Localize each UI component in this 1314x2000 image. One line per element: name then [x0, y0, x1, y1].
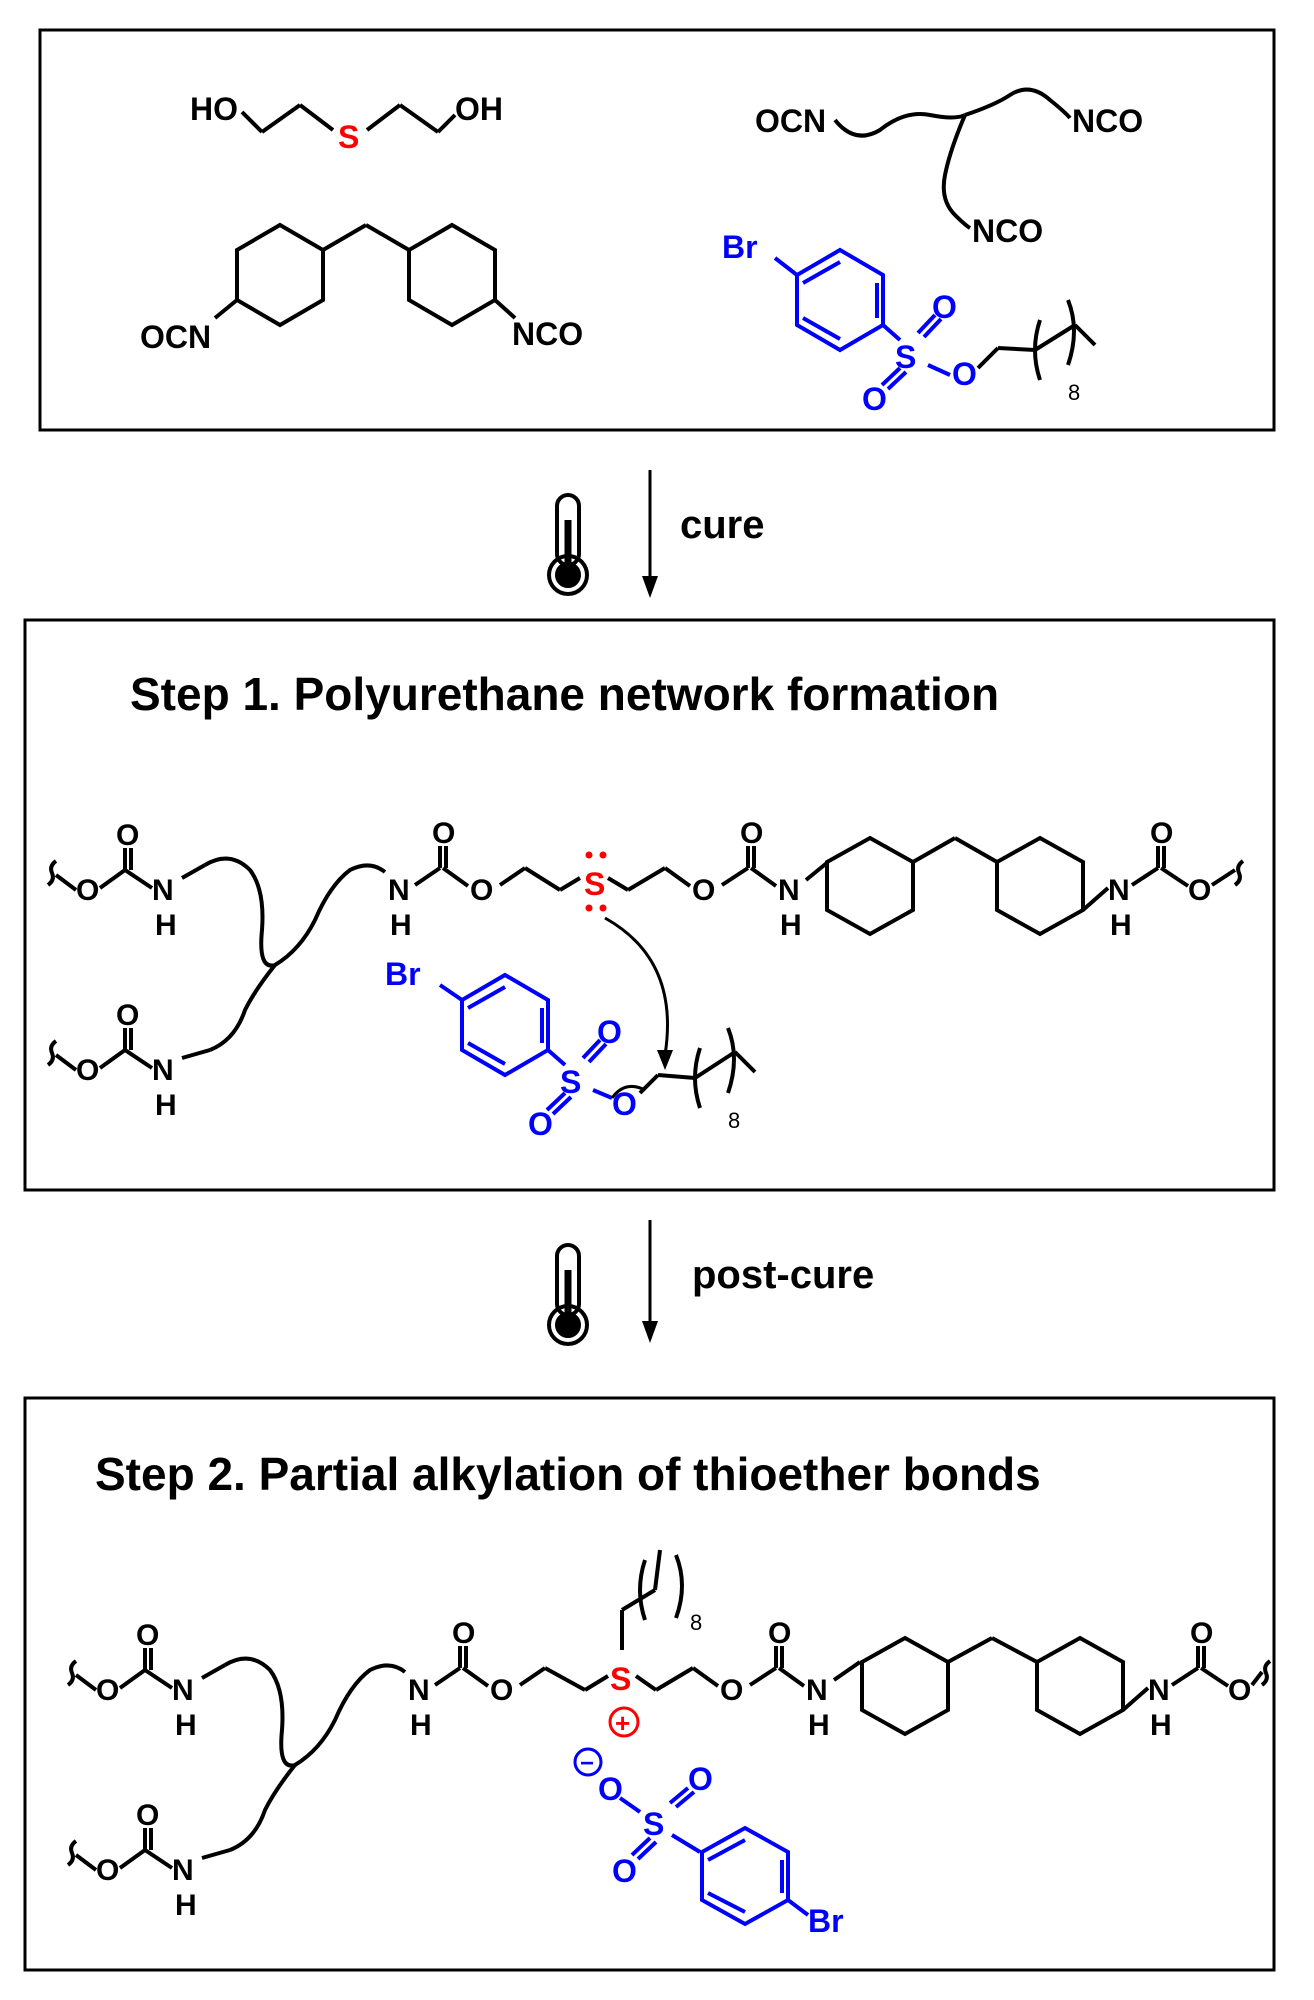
- sulfonate-oxygen-anion: O: [598, 1771, 623, 1807]
- ester-oxygen: O: [490, 1674, 513, 1707]
- hydrogen: H: [808, 1709, 830, 1742]
- nitrogen: N: [806, 1674, 828, 1707]
- cure-label: cure: [680, 503, 765, 547]
- carbonyl-oxygen: O: [136, 1619, 159, 1652]
- step-1-sulfonyl-sulfur: S: [560, 1064, 581, 1100]
- post-cure-label: post-cure: [692, 1253, 874, 1297]
- nitrogen: N: [778, 874, 800, 907]
- sulfonyl-oxygen-top-label: O: [932, 289, 957, 325]
- ester-oxygen: O: [76, 1054, 99, 1087]
- nitrogen: N: [388, 874, 410, 907]
- cure-arrow: [642, 470, 658, 598]
- decyl-bromobenzenesulfonate-structure: [773, 247, 951, 391]
- step-2-sulfonyl-oxygen-top: O: [688, 1761, 713, 1797]
- carbonyl-oxygen: O: [116, 819, 139, 852]
- hydrogen: H: [1150, 1709, 1172, 1742]
- dicyclohexylmethane-diisocyanate-structure: [213, 222, 517, 328]
- ester-oxygen: O: [1228, 1674, 1251, 1707]
- svg-text:−: −: [580, 1750, 594, 1777]
- nitrogen: N: [152, 1054, 174, 1087]
- hydrogen: H: [390, 909, 412, 942]
- step-1-sulfonyl-oxygen-bottom: O: [528, 1106, 553, 1142]
- step-2-title: Step 2. Partial alkylation of thioether …: [95, 1448, 1041, 1500]
- step-2-bromobenzenesulfonate-anion: [618, 1786, 810, 1927]
- hydrogen: H: [175, 1709, 197, 1742]
- hydrogen: H: [1110, 909, 1132, 942]
- carbonyl-oxygen: O: [1190, 1617, 1213, 1650]
- step-2-polymer-backbone: [66, 1549, 1272, 1872]
- step-1-title: Step 1. Polyurethane network formation: [130, 668, 999, 720]
- step-1-ester-oxygen: O: [612, 1086, 637, 1122]
- panel-step-1: [23, 618, 1276, 1192]
- sulfonyl-oxygen-bottom-label: O: [862, 381, 887, 417]
- hydroxyl-label-right: OH: [455, 91, 503, 127]
- panel-step-2: [23, 1396, 1276, 1972]
- hydrogen: H: [410, 1709, 432, 1742]
- sulfonyl-sulfur-label: S: [895, 339, 916, 375]
- hydroxyl-label-left: HO: [190, 91, 238, 127]
- ester-oxygen: O: [1188, 874, 1211, 907]
- triisocyanate-structure: [833, 87, 1072, 230]
- post-cure-arrow: [642, 1220, 658, 1343]
- negative-charge-icon: −: [573, 1747, 603, 1777]
- thermometer-icon: [547, 1243, 589, 1346]
- nitrogen: N: [172, 1674, 194, 1707]
- carbonyl-oxygen: O: [740, 817, 763, 850]
- nitrogen: N: [1108, 874, 1130, 907]
- nitrogen: N: [408, 1674, 430, 1707]
- step-1-atom-labels: O O N H O O N H N H O O S O O N H N H O …: [76, 817, 1211, 1122]
- carbonyl-oxygen: O: [768, 1617, 791, 1650]
- step-1-sulfonyl-oxygen-top: O: [597, 1014, 622, 1050]
- step-2-sulfonyl-sulfur: S: [643, 1806, 664, 1842]
- step-2-bromine: Br: [808, 1903, 844, 1939]
- nitrogen: N: [172, 1854, 194, 1887]
- thioether-sulfur-label: S: [338, 119, 359, 155]
- bromine-label: Br: [722, 229, 758, 265]
- hydrogen: H: [780, 909, 802, 942]
- nco-label-triisocyanate-bottom: NCO: [972, 213, 1043, 249]
- decyl-chain: [976, 299, 1097, 381]
- thermometer-icon: [547, 493, 589, 596]
- step-2-chain-subscript: 8: [690, 1610, 702, 1635]
- ester-oxygen: O: [96, 1674, 119, 1707]
- carbonyl-oxygen: O: [452, 1617, 475, 1650]
- step-1-polymer-backbone: [46, 835, 1245, 1072]
- sulfur-lone-pairs: [585, 851, 607, 912]
- step-1-bromine: Br: [385, 956, 421, 992]
- ester-oxygen-label: O: [952, 356, 977, 392]
- svg-text:+: +: [615, 1708, 630, 1738]
- ester-oxygen: O: [720, 1674, 743, 1707]
- ocn-label-dicyclo: OCN: [140, 319, 211, 355]
- carbonyl-oxygen: O: [136, 1799, 159, 1832]
- ester-oxygen: O: [76, 874, 99, 907]
- nitrogen: N: [1148, 1674, 1170, 1707]
- nitrogen: N: [152, 874, 174, 907]
- thiodiglycol-structure: [240, 103, 457, 134]
- step-2-sulfonyl-oxygen-bottom: O: [612, 1853, 637, 1889]
- step-2-atom-labels: O O N H O O N H N H O O S O O N H N H O …: [96, 1610, 1251, 1922]
- carbonyl-oxygen: O: [432, 817, 455, 850]
- step-1-bromobenzenesulfonate: [438, 972, 613, 1116]
- step-1-decyl-chain: [638, 1027, 757, 1109]
- ester-oxygen: O: [96, 1854, 119, 1887]
- sulfonium-sulfur: S: [610, 1661, 631, 1697]
- positive-charge-icon: +: [608, 1706, 640, 1738]
- ester-oxygen: O: [692, 874, 715, 907]
- nucleophilic-attack-arrow: [604, 916, 673, 1070]
- ocn-label-triisocyanate-left: OCN: [755, 103, 826, 139]
- carbonyl-oxygen: O: [116, 999, 139, 1032]
- nco-label-dicyclo: NCO: [512, 316, 583, 352]
- hydrogen: H: [155, 909, 177, 942]
- chain-repeat-subscript: 8: [1068, 380, 1080, 405]
- step-1-chain-subscript: 8: [728, 1108, 740, 1133]
- nco-label-triisocyanate-right: NCO: [1072, 103, 1143, 139]
- panel-starting-materials: [38, 28, 1276, 432]
- ester-oxygen: O: [470, 874, 493, 907]
- hydrogen: H: [155, 1089, 177, 1122]
- hydrogen: H: [175, 1889, 197, 1922]
- thioether-sulfur: S: [584, 866, 605, 902]
- carbonyl-oxygen: O: [1150, 817, 1173, 850]
